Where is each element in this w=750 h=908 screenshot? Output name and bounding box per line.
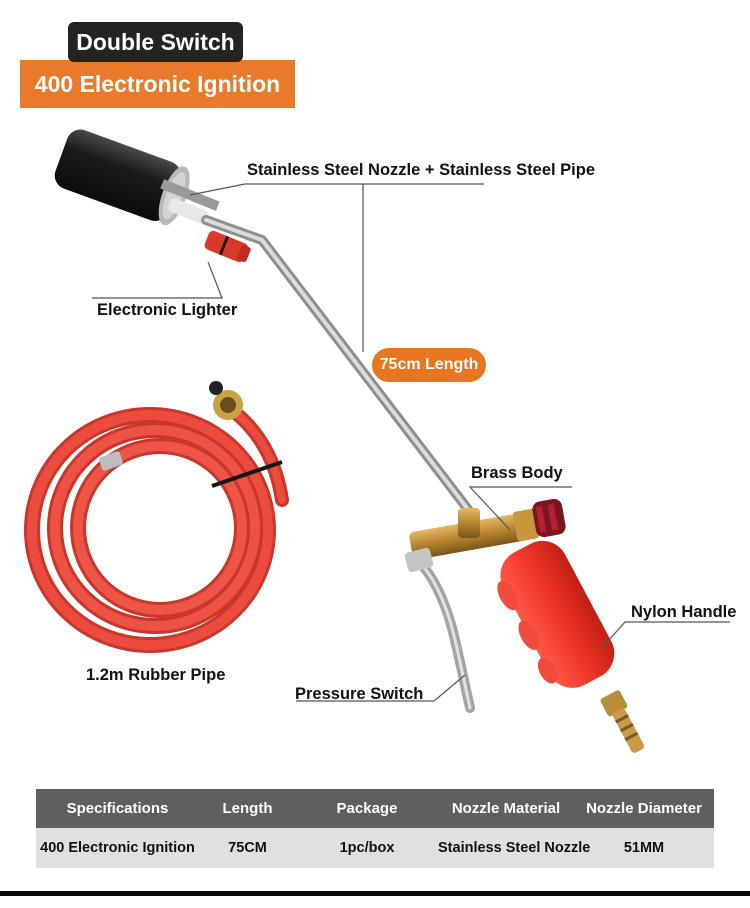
pressure-switch-lever [411, 555, 475, 713]
burner-head [54, 129, 190, 226]
hose-coupler [209, 381, 243, 420]
brass-body [409, 498, 566, 560]
callout-nylon-handle: Nylon Handle [631, 603, 737, 621]
spec-table-header-row: Specifications Length Package Nozzle Mat… [36, 789, 714, 828]
callout-rubber-pipe: 1.2m Rubber Pipe [86, 666, 226, 684]
callout-electronic-lighter: Electronic Lighter [97, 301, 238, 319]
rubber-hose [24, 403, 289, 653]
header-package: Package [296, 789, 438, 828]
nylon-handle [497, 540, 615, 688]
cell-length: 75CM [199, 828, 296, 868]
cable-tie [211, 460, 283, 488]
spec-table: Specifications Length Package Nozzle Mat… [36, 789, 714, 868]
cell-nozzle-material: Stainless Steel Nozzle [438, 828, 590, 868]
feature-badge: Double Switch [68, 22, 243, 62]
cell-package: 1pc/box [296, 828, 438, 868]
header-specifications: Specifications [36, 789, 199, 828]
cell-nozzle-diameter: 51MM [574, 828, 714, 868]
product-illustration [24, 129, 730, 753]
header-nozzle-material: Nozzle Material [438, 789, 574, 828]
callout-nozzle-pipe: Stainless Steel Nozzle + Stainless Steel… [247, 161, 596, 179]
electronic-lighter-part [204, 230, 251, 263]
table-row: 400 Electronic Ignition 75CM 1pc/box Sta… [36, 828, 714, 868]
header-length: Length [199, 789, 296, 828]
length-pill: 75cm Length [372, 348, 486, 382]
header-nozzle-diameter: Nozzle Diameter [574, 789, 714, 828]
cell-specifications: 400 Electronic Ignition [36, 828, 199, 868]
bottom-divider [0, 891, 750, 896]
callout-pressure-switch: Pressure Switch [295, 685, 424, 703]
callout-brass-body: Brass Body [471, 464, 563, 482]
hose-barb [600, 690, 644, 753]
model-badge: 400 Electronic Ignition [20, 60, 295, 108]
leader-lines [92, 183, 730, 702]
